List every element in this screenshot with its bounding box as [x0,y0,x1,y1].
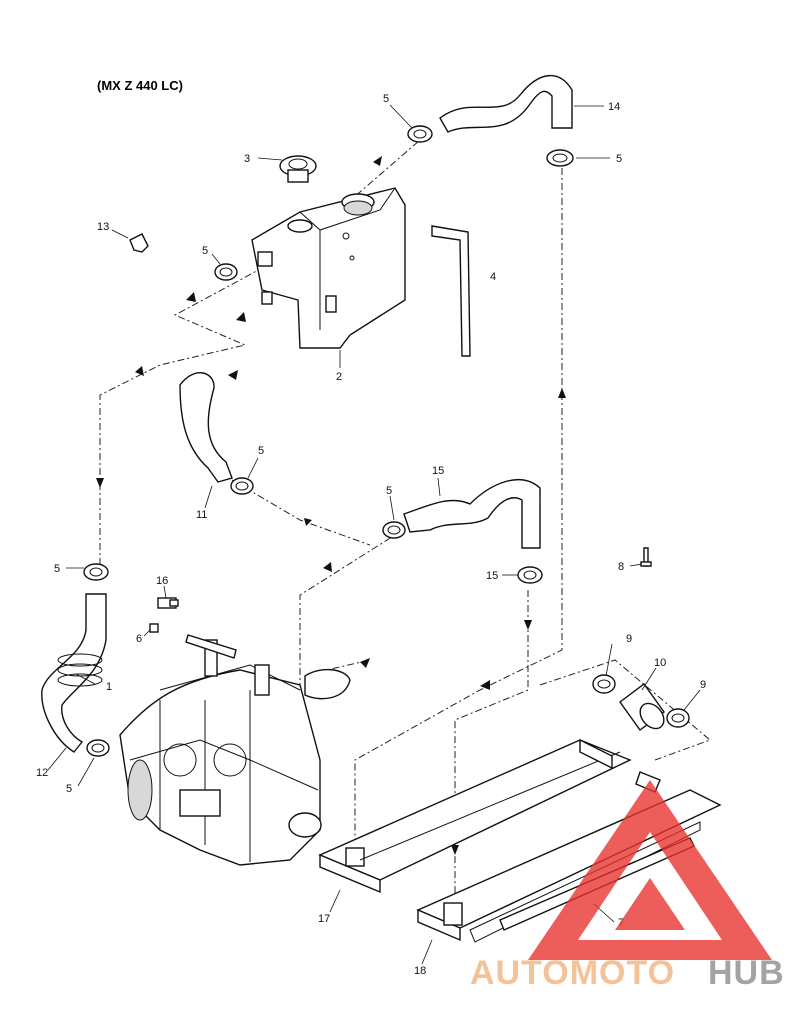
flow-arrow [373,156,382,166]
flow-arrow [304,518,312,526]
overflow-tube-4 [431,225,471,357]
clamp-5-bottom [86,739,110,757]
flow-arrow [96,478,104,488]
callout-5: 5 [66,783,72,795]
clamp-9-right [666,708,690,728]
watermark-text-automoto: AUTOMOTO [470,954,675,992]
automotohub-watermark: AUTOMOTO HUB [470,780,785,992]
watermark-text-hub: HUB [708,954,785,992]
hose-15 [403,479,541,549]
callout-1: 1 [106,681,112,693]
flow-arrow [135,366,144,376]
flow-arrow [524,620,532,630]
callout-5: 5 [54,563,60,575]
flow-arrow [558,388,566,398]
callout-18: 18 [414,965,426,977]
watermark-triangle-inner-icon [615,878,685,930]
callout-4: 4 [490,271,496,283]
callout-5: 5 [616,153,622,165]
flow-arrow [228,370,238,380]
clamp-5-top [407,125,433,143]
screw-8 [640,547,652,567]
diagram-title: (MX Z 440 LC) [97,78,183,93]
callout-3: 3 [244,153,250,165]
clamp-5-left [83,563,109,581]
callout-17: 17 [318,913,330,925]
plug-6 [149,623,159,633]
engine-block [119,634,351,866]
hose-14 [439,74,573,133]
callout-10: 10 [654,657,666,669]
coolant-tank-2 [251,187,406,349]
clamps [83,125,690,757]
callout-8: 8 [618,561,624,573]
flow-arrow [360,658,370,668]
callout-5: 5 [383,93,389,105]
clamp-9-left [592,674,616,694]
callout-12: 12 [36,767,48,779]
clamp-5-hose11 [230,477,254,495]
callout-9: 9 [626,633,632,645]
callout-6: 6 [136,633,142,645]
hose-1-and-12 [41,593,107,753]
callout-16: 16 [156,575,168,587]
callout-2: 2 [336,371,342,383]
radiator-cap-3 [279,155,317,183]
flow-arrows [96,156,566,855]
connector-tube-10 [619,683,665,731]
hose-11 [179,372,233,483]
flow-arrow [480,680,490,690]
radiator-17 [318,738,632,894]
clamp-5-hose15 [382,521,406,539]
watermark-triangle-icon [528,780,772,960]
fitting-16 [157,597,179,609]
callout-15: 15 [486,570,498,582]
clip-13 [129,233,149,253]
callout-5: 5 [202,245,208,257]
callout-11: 11 [196,509,207,521]
callout-9: 9 [700,679,706,691]
callout-5: 5 [386,485,392,497]
callout-14: 14 [608,101,620,113]
clamp-5-tank [214,263,238,281]
callout-5: 5 [258,445,264,457]
leader-lines [47,104,701,965]
clamp-15 [517,566,543,584]
flow-arrow [236,312,246,322]
clamp-5-right [546,149,574,167]
callout-15: 15 [432,465,444,477]
flow-arrow [323,562,332,572]
callout-13: 13 [97,221,109,233]
callout-labels: 3 5 14 5 13 5 4 2 5 11 5 15 5 15 16 6 8 … [36,93,706,977]
flow-arrow [186,292,196,302]
flow-arrow [451,845,459,855]
